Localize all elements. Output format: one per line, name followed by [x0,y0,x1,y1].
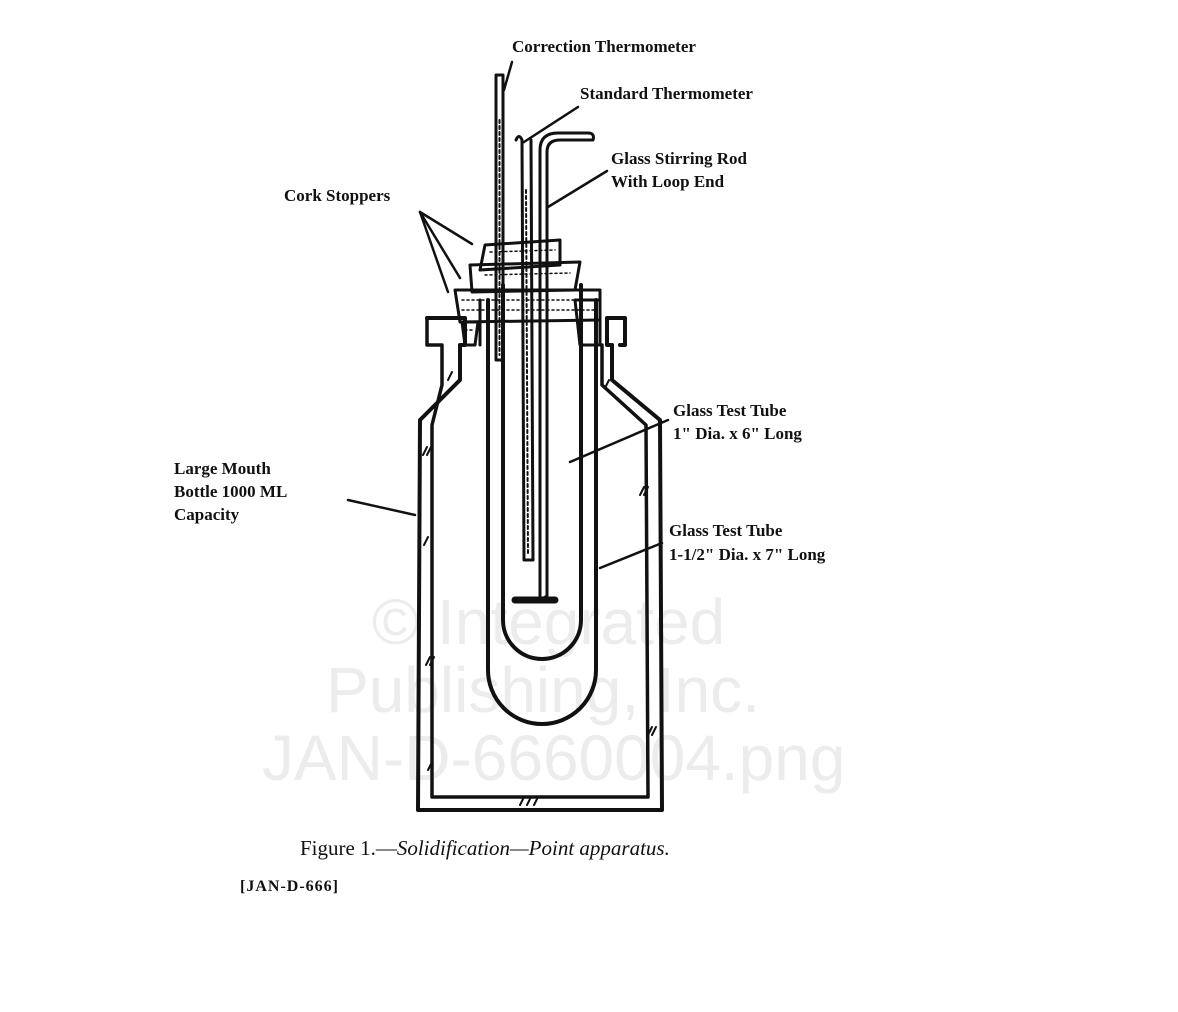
glass-stirring-rod [538,131,595,602]
label-bottle-line2: Bottle 1000 ML [174,482,288,501]
label-standard-thermometer: Standard Thermometer [580,84,753,103]
figure-caption: Figure 1.—Solidification—Point apparatus… [300,836,670,861]
glass-hatch-marks [422,371,657,806]
label-stirring-rod-line2: With Loop End [611,172,725,191]
label-inner-tube-line1: Glass Test Tube [673,401,787,420]
outer-test-tube [486,298,598,726]
label-outer-tube-line2: 1-1/2" Dia. x 7" Long [669,545,826,564]
leader-lines [346,60,670,570]
label-inner-tube-line2: 1" Dia. x 6" Long [673,424,802,443]
cork-stoppers [453,238,602,347]
label-bottle-line1: Large Mouth [174,459,271,478]
bottle-inner-wall [425,316,650,799]
label-bottle-line3: Capacity [174,505,240,524]
bottle-outline [416,316,664,812]
label-correction-thermometer: Correction Thermometer [512,37,696,56]
caption-prefix: Figure 1.— [300,836,397,860]
inner-test-tube [501,283,583,661]
label-stirring-rod-line1: Glass Stirring Rod [611,149,748,168]
document-reference: [JAN-D-666] [240,878,339,895]
watermark-line-3: JAN-D-6660004.png [262,722,846,794]
caption-title: Solidification—Point apparatus. [396,836,670,860]
watermark-line-2: Publishing, Inc. [326,654,761,726]
standard-thermometer [514,135,535,562]
label-outer-tube-line1: Glass Test Tube [669,521,783,540]
label-cork-stoppers: Cork Stoppers [284,186,391,205]
